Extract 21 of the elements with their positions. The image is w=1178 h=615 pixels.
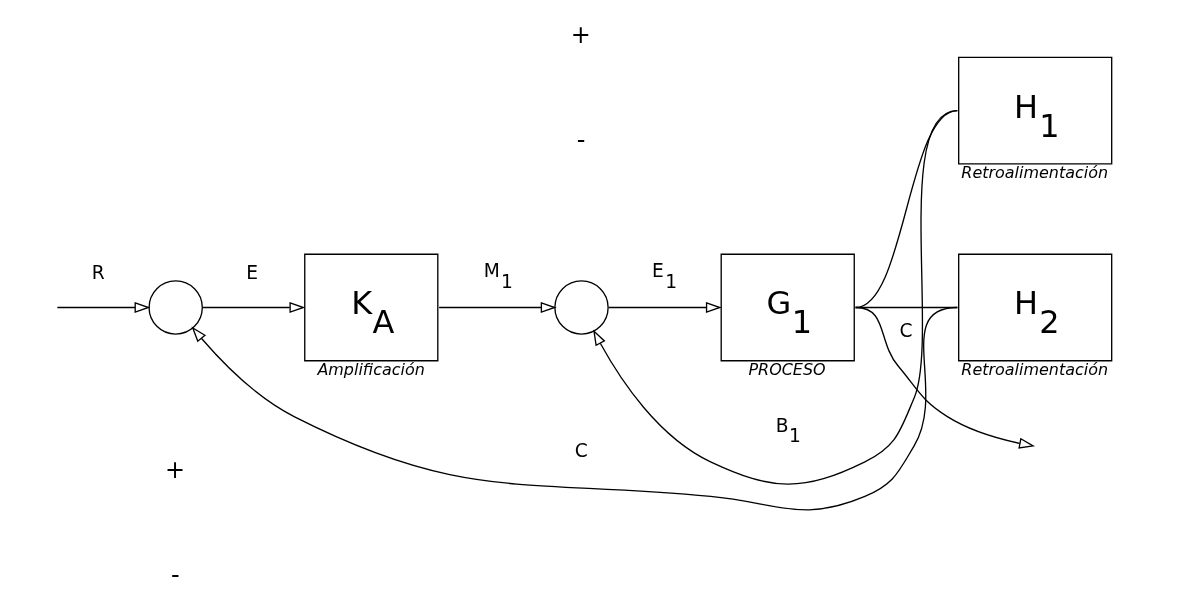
node-label: Amplificación [317, 359, 425, 379]
label: + [570, 21, 591, 50]
edge-label: E [246, 261, 258, 283]
arrow [191, 306, 959, 511]
label: + [165, 456, 186, 485]
arrow [593, 109, 959, 485]
node-label: Retroalimentación [961, 359, 1109, 379]
edge-label: C [574, 439, 588, 461]
arrow [202, 301, 306, 314]
node-circle [148, 280, 203, 335]
arrow [854, 306, 1036, 449]
label: - [576, 126, 586, 155]
node-circle [554, 280, 609, 335]
label: - [171, 561, 180, 590]
edge-label: C [899, 320, 913, 342]
arrow [607, 301, 722, 314]
edge-label: R [91, 261, 105, 283]
node-label: Retroalimentación [961, 162, 1109, 182]
arrow [56, 301, 151, 314]
arrow [438, 301, 557, 314]
node-label: PROCESO [748, 359, 826, 379]
